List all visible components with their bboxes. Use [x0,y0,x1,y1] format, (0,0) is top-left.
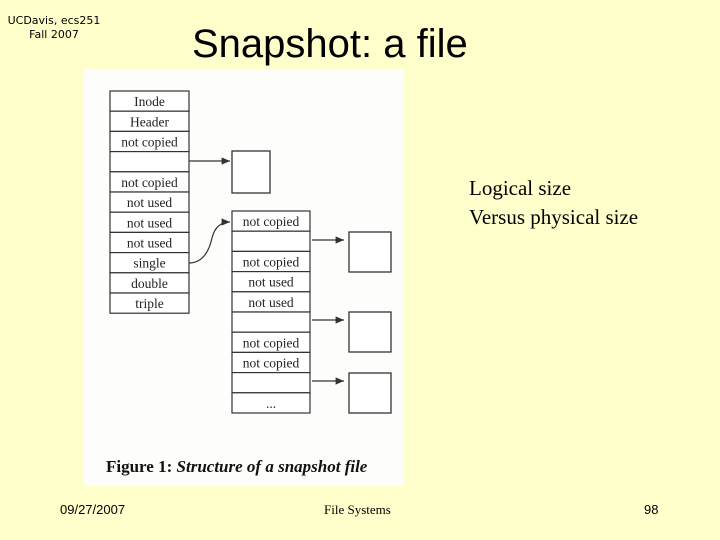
block-cell-label: not used [127,195,173,210]
course-name: UCDavis, ecs251 [7,14,101,27]
block-cell-label: not used [248,295,294,310]
footer-topic: File Systems [324,502,391,517]
data-block [231,150,271,194]
slide-title: Snapshot: a file [192,22,468,66]
block-cell [109,292,190,314]
block-cell-label: not copied [243,255,300,270]
footer-page-number: 98 [644,502,659,517]
figure-caption: Figure 1: Structure of a snapshot file [106,457,368,476]
side-note: Logical size Versus physical size [469,174,638,232]
course-label: UCDavis, ecs251 Fall 2007 [0,14,108,42]
block-cell [231,230,311,252]
block-cell-label: not copied [121,135,178,150]
block-cell-label: double [131,276,168,291]
data-block [348,231,392,273]
indirect-block-column: not copied not copied not used not used not … [231,210,311,414]
data-block [348,311,392,353]
block-cell-label: not copied [243,214,300,229]
block-cell-label: Header [130,114,169,129]
block-cell [231,311,311,333]
side-note-line-1: Logical size [469,176,572,200]
caption-text: Structure of a snapshot file [177,457,368,476]
caption-separator: : [167,457,177,476]
block-cell-label: single [133,256,165,271]
single-indirect-arrow [188,218,231,264]
block-cell-label: not used [248,275,294,290]
data-block [348,372,392,414]
block-cell-label: ... [266,396,276,411]
course-term: Fall 2007 [29,28,79,41]
block-cell-label: not copied [243,335,300,350]
block-cell-label: not copied [243,356,300,371]
block-cell-label: Inode [134,94,165,109]
block-cell-label: not copied [121,175,178,190]
side-note-line-2: Versus physical size [469,205,639,229]
block-cell [231,372,311,394]
footer-date: 09/27/2007 [60,502,126,517]
caption-label: Figure 1 [106,457,167,476]
block-cell-label: not used [127,215,173,230]
block-cell [231,392,311,414]
block-cell-label: not used [127,236,173,251]
block-cell-label: triple [135,296,164,311]
block-cell [109,150,190,173]
